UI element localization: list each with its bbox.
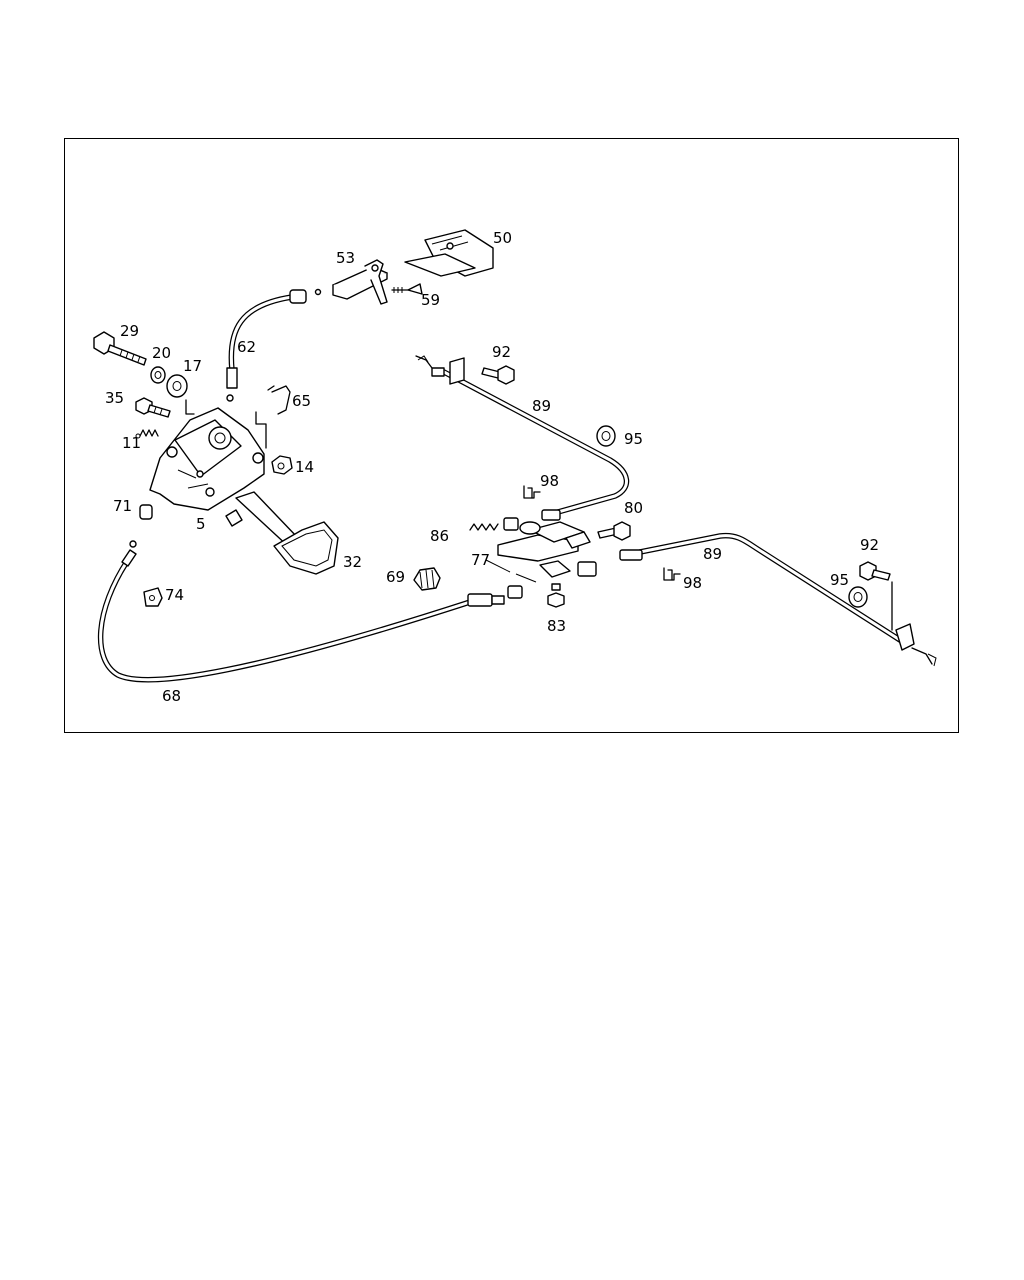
label-74: 74 xyxy=(165,586,184,604)
label-86: 86 xyxy=(430,527,449,545)
bolt-80 xyxy=(565,521,631,549)
label-59: 59 xyxy=(421,291,440,309)
bolt-83 xyxy=(547,583,565,608)
lever-bracket-53 xyxy=(332,259,388,305)
diagram-frame xyxy=(64,138,959,733)
bushing-95-upper xyxy=(596,425,616,447)
label-80: 80 xyxy=(624,499,643,517)
bolt-29 xyxy=(93,331,147,366)
label-89-lower: 89 xyxy=(703,545,722,563)
label-14: 14 xyxy=(295,458,314,476)
clip-65 xyxy=(267,385,291,415)
washer-20 xyxy=(150,366,166,384)
label-98-upper: 98 xyxy=(540,472,559,490)
spring-11 xyxy=(135,429,159,439)
label-17: 17 xyxy=(183,357,202,375)
bolt-92-upper xyxy=(481,365,515,385)
cable-68 xyxy=(97,540,523,683)
bushing-17 xyxy=(166,374,188,398)
label-68: 68 xyxy=(162,687,181,705)
label-50: 50 xyxy=(493,229,512,247)
label-95-upper: 95 xyxy=(624,430,643,448)
label-35: 35 xyxy=(105,389,124,407)
handle-50 xyxy=(404,229,494,277)
label-77: 77 xyxy=(471,551,490,569)
label-20: 20 xyxy=(152,344,171,362)
spring-86 xyxy=(469,517,519,531)
screw-59 xyxy=(391,283,423,295)
label-95-lower: 95 xyxy=(830,571,849,589)
label-65: 65 xyxy=(292,392,311,410)
clip-98-lower xyxy=(663,567,681,581)
part-labels: 29 20 17 35 11 71 5 62 65 14 32 53 50 59… xyxy=(105,229,879,705)
label-98-lower: 98 xyxy=(683,574,702,592)
label-92-upper: 92 xyxy=(492,343,511,361)
cable-62 xyxy=(226,288,322,402)
label-71: 71 xyxy=(113,497,132,515)
cable-89-left xyxy=(415,355,630,521)
pedal-assembly-5 xyxy=(149,399,299,549)
bolt-35 xyxy=(135,397,171,418)
label-5: 5 xyxy=(196,515,206,533)
bushing-95-lower xyxy=(848,586,868,608)
label-29: 29 xyxy=(120,322,139,340)
label-89-upper: 89 xyxy=(532,397,551,415)
label-53: 53 xyxy=(336,249,355,267)
cable-89-right xyxy=(577,532,937,667)
pedal-pad-32 xyxy=(273,521,339,575)
equalizer-77 xyxy=(485,521,585,583)
label-62: 62 xyxy=(237,338,256,356)
clip-98-upper xyxy=(523,485,541,499)
label-69: 69 xyxy=(386,568,405,586)
label-32: 32 xyxy=(343,553,362,571)
label-92-lower: 92 xyxy=(860,536,879,554)
label-11: 11 xyxy=(122,434,141,452)
nut-14 xyxy=(271,455,293,475)
grommet-69 xyxy=(413,567,441,591)
cap-71 xyxy=(139,504,153,520)
bolt-92-lower xyxy=(859,561,891,581)
label-83: 83 xyxy=(547,617,566,635)
clip-74 xyxy=(143,587,163,607)
